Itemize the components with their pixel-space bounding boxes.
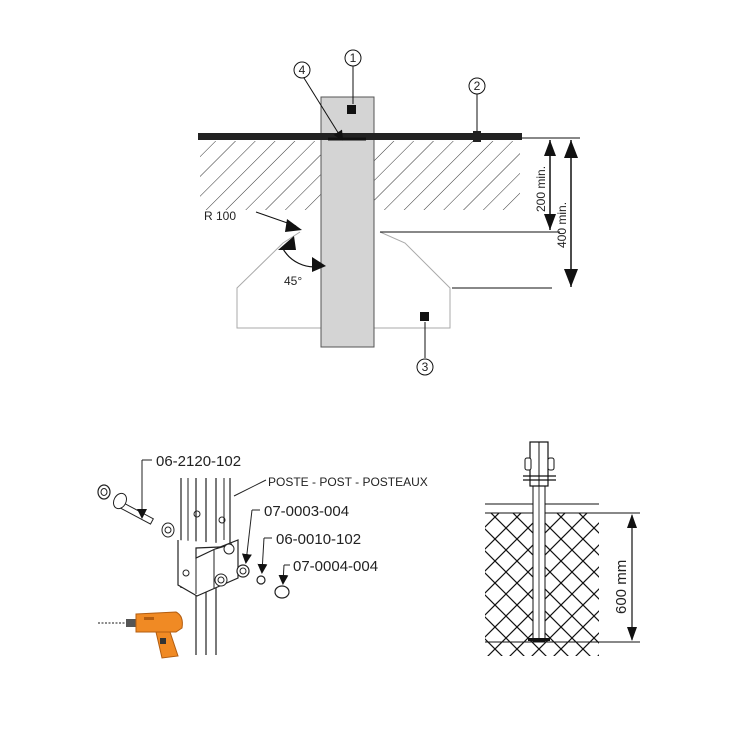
- part-c-label: 06-0010-102: [276, 531, 361, 548]
- dim-inner-arrow-top: [544, 140, 556, 156]
- cap-d: [274, 585, 290, 599]
- marker-3: [420, 312, 429, 321]
- paving-bar: [198, 133, 522, 140]
- svg-text:2: 2: [474, 79, 481, 93]
- nut-b: [236, 564, 250, 578]
- washer: [97, 484, 111, 500]
- post-leader: [233, 479, 267, 497]
- section-view: 1 4 2 3 200 min. 400 min. R 100: [198, 49, 580, 376]
- paving-joint: [473, 131, 481, 142]
- dim-inner-arrow-bottom: [544, 214, 556, 230]
- dim-outer-arrow-top: [564, 140, 578, 158]
- callout-2: 2: [468, 77, 486, 95]
- part-a-label: 06-2120-102: [156, 453, 241, 470]
- dim-outer-label: 400 min.: [555, 202, 569, 248]
- callout-3: 3: [416, 358, 434, 376]
- radius-label: R 100: [204, 209, 236, 223]
- part-d-label: 07-0004-004: [293, 558, 378, 575]
- svg-text:3: 3: [422, 360, 429, 374]
- angle-label: 45°: [284, 274, 302, 288]
- angle-arrow-right: [312, 257, 326, 272]
- marker-1: [347, 105, 356, 114]
- depth-view: 600 mm: [485, 441, 640, 656]
- callout-1: 1: [344, 49, 362, 67]
- svg-text:1: 1: [350, 51, 357, 65]
- dim-outer-arrow-bottom: [564, 269, 578, 287]
- drill-icon: [98, 611, 183, 659]
- radius-arrow: [285, 219, 302, 232]
- washer-c: [256, 575, 266, 585]
- assembly-view: POSTE - POST - POSTEAUX: [97, 453, 428, 659]
- dim-inner-label: 200 min.: [534, 166, 548, 212]
- part-b-label: 07-0003-004: [264, 503, 349, 520]
- angle-arrow-left: [278, 236, 296, 250]
- depth-label: 600 mm: [613, 560, 630, 614]
- post-label: POSTE - POST - POSTEAUX: [268, 475, 428, 489]
- leader-4: [303, 77, 344, 141]
- svg-text:4: 4: [299, 63, 306, 77]
- callout-4: 4: [293, 61, 311, 79]
